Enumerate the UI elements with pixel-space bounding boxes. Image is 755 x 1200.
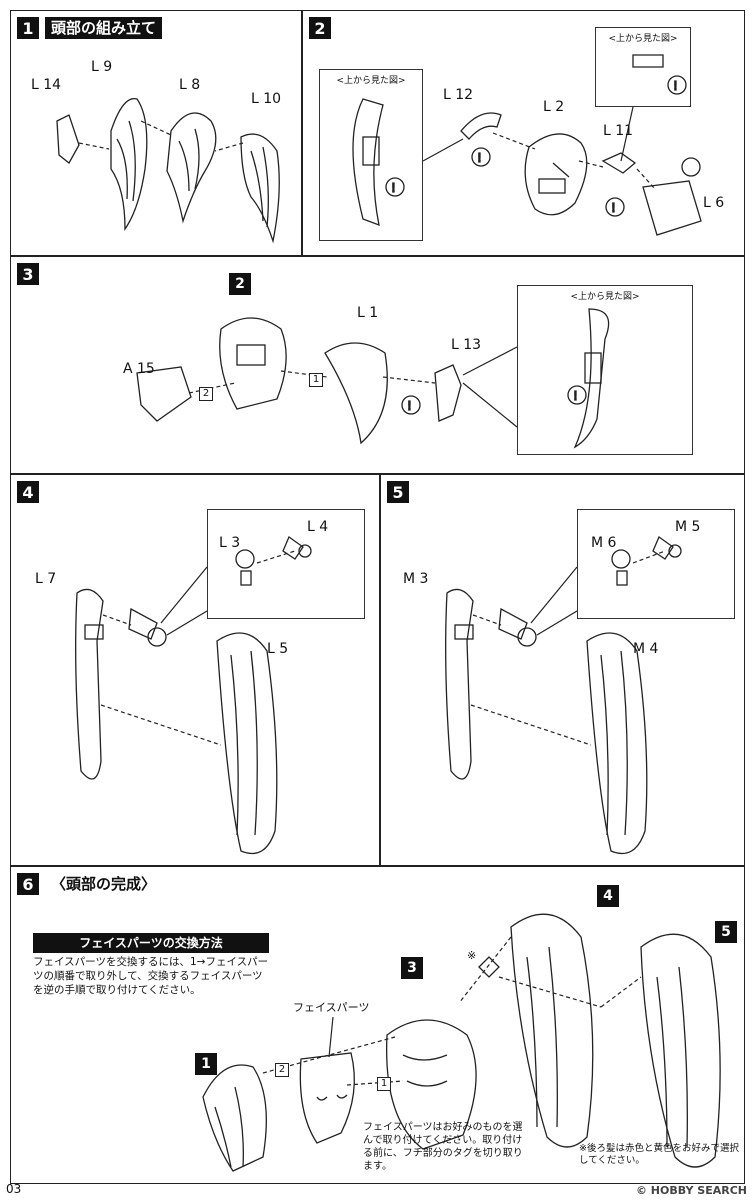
step-number: 1: [17, 17, 39, 39]
step-number: 5: [387, 481, 409, 503]
part-label: L 3: [219, 535, 241, 551]
callout-caption: <上から見た図>: [336, 76, 406, 86]
part-label: L 9: [91, 59, 113, 75]
part-label: L 10: [251, 91, 282, 107]
step-5-illustration: [445, 536, 682, 855]
callout-caption: <上から見た図>: [608, 34, 678, 44]
part-label: L 11: [603, 123, 634, 139]
svg-text:!: !: [407, 399, 412, 413]
step-3-illustration: ! !: [136, 308, 610, 449]
rear-hair-note: ※後ろ髪は赤色と黄色をお好みで選択してください。: [579, 1143, 739, 1166]
part-marker: 1: [195, 1053, 217, 1075]
part-label: L 12: [443, 87, 474, 103]
detail-callout: [577, 509, 735, 619]
part-label: L 2: [543, 99, 565, 115]
page-number: 03: [6, 1182, 22, 1196]
part-marker: 5: [715, 921, 737, 943]
part-label: M 3: [403, 571, 429, 587]
order-marker: 1: [309, 373, 323, 387]
order-marker: 2: [199, 387, 213, 401]
svg-text:!: !: [391, 181, 396, 195]
step-2-panel: 2 <上から見た図> <上から見た図> ! ! ! !: [302, 10, 745, 256]
face-parts-note: フェイスパーツはお好みのものを選んで取り付けてください。取り付ける前に、フチ部分…: [363, 1122, 523, 1172]
step-title: 〈頭部の完成〉: [51, 875, 157, 893]
callout-caption: <上から見た図>: [570, 292, 640, 302]
note-heading: フェイスパーツの交換方法: [33, 933, 269, 953]
note-body: フェイスパーツを交換するには、1→フェイスパーツの順番で取り外して、交換するフェ…: [33, 956, 269, 996]
part-label: L 7: [35, 571, 57, 587]
step-2-illustration: ! ! ! !: [352, 54, 702, 236]
step-1-illustration: [56, 97, 280, 244]
step-number: 6: [17, 873, 39, 895]
part-label: M 4: [633, 641, 659, 657]
part-label: M 5: [675, 519, 701, 535]
part-label: L 4: [307, 519, 329, 535]
step-title: 頭部の組み立て: [45, 17, 163, 39]
step-number: 4: [17, 481, 39, 503]
top-view-callout: <上から見た図>: [319, 69, 423, 241]
part-label: L 6: [703, 195, 725, 211]
detail-callout: [207, 509, 365, 619]
step-3-panel: 3 <上から見た図> ! ! 2 A 15 L 1 L 13 2 1: [10, 256, 745, 474]
order-marker: 2: [275, 1063, 289, 1077]
svg-text:!: !: [611, 201, 616, 215]
part-label: A 15: [123, 361, 155, 377]
order-marker: 1: [377, 1077, 391, 1091]
svg-text:!: !: [573, 389, 578, 403]
watermark: © HOBBY SEARCH: [635, 1184, 747, 1197]
step-6-illustration: [202, 913, 721, 1172]
part-label: L 8: [179, 77, 201, 93]
part-label: M 6: [591, 535, 617, 551]
part-label: L 13: [451, 337, 482, 353]
step-4-panel: 4 L 7 L 3 L 4 L 5: [10, 474, 380, 866]
svg-text:!: !: [477, 151, 482, 165]
sub-step-marker: 2: [229, 273, 251, 295]
svg-text:!: !: [673, 79, 678, 93]
step-number: 2: [309, 17, 331, 39]
face-parts-label: フェイスパーツ: [293, 1001, 370, 1014]
step-number: 3: [17, 263, 39, 285]
step-5-panel: 5 M 3 M 6 M 5 M 4: [380, 474, 745, 866]
part-label: L 5: [267, 641, 289, 657]
step-6-panel: 6 〈頭部の完成〉 フェイスパーツの交換方法 フェイスパーツを交換するには、1→…: [10, 866, 745, 1184]
step-4-illustration: [75, 536, 312, 855]
part-marker: 3: [401, 957, 423, 979]
asterisk-mark: ※: [467, 949, 477, 962]
part-label: L 14: [31, 77, 62, 93]
step-1-panel: 1 頭部の組み立て L 14 L 9 L 8 L 10: [10, 10, 302, 256]
part-marker: 4: [597, 885, 619, 907]
part-label: L 1: [357, 305, 379, 321]
